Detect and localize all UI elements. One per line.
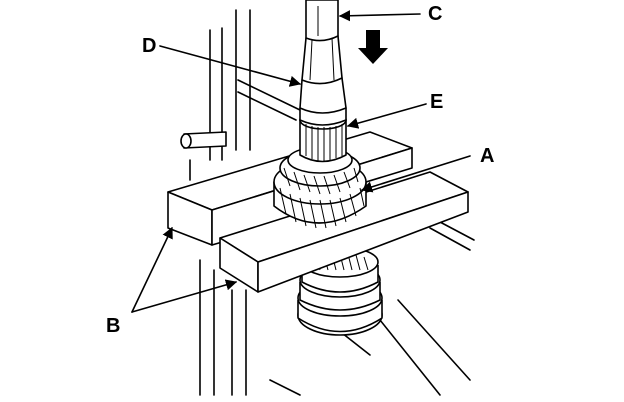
leader-e <box>346 103 427 129</box>
arrow-down-icon <box>358 30 388 64</box>
label-d: D <box>142 35 156 57</box>
leader-a <box>360 155 471 193</box>
callout-labels: A B C D E <box>106 3 494 337</box>
lower-gear-assembly <box>297 246 383 336</box>
label-a: A <box>480 145 494 167</box>
label-b: B <box>106 315 120 337</box>
label-e: E <box>430 91 443 113</box>
press-tool <box>299 0 347 126</box>
leader-d <box>159 45 302 87</box>
leader-b-upper <box>131 226 173 313</box>
label-c: C <box>428 3 442 25</box>
press-frame <box>180 9 475 396</box>
leader-b-lower <box>131 279 238 313</box>
leader-c <box>338 10 421 22</box>
callout-leaders <box>131 10 471 313</box>
